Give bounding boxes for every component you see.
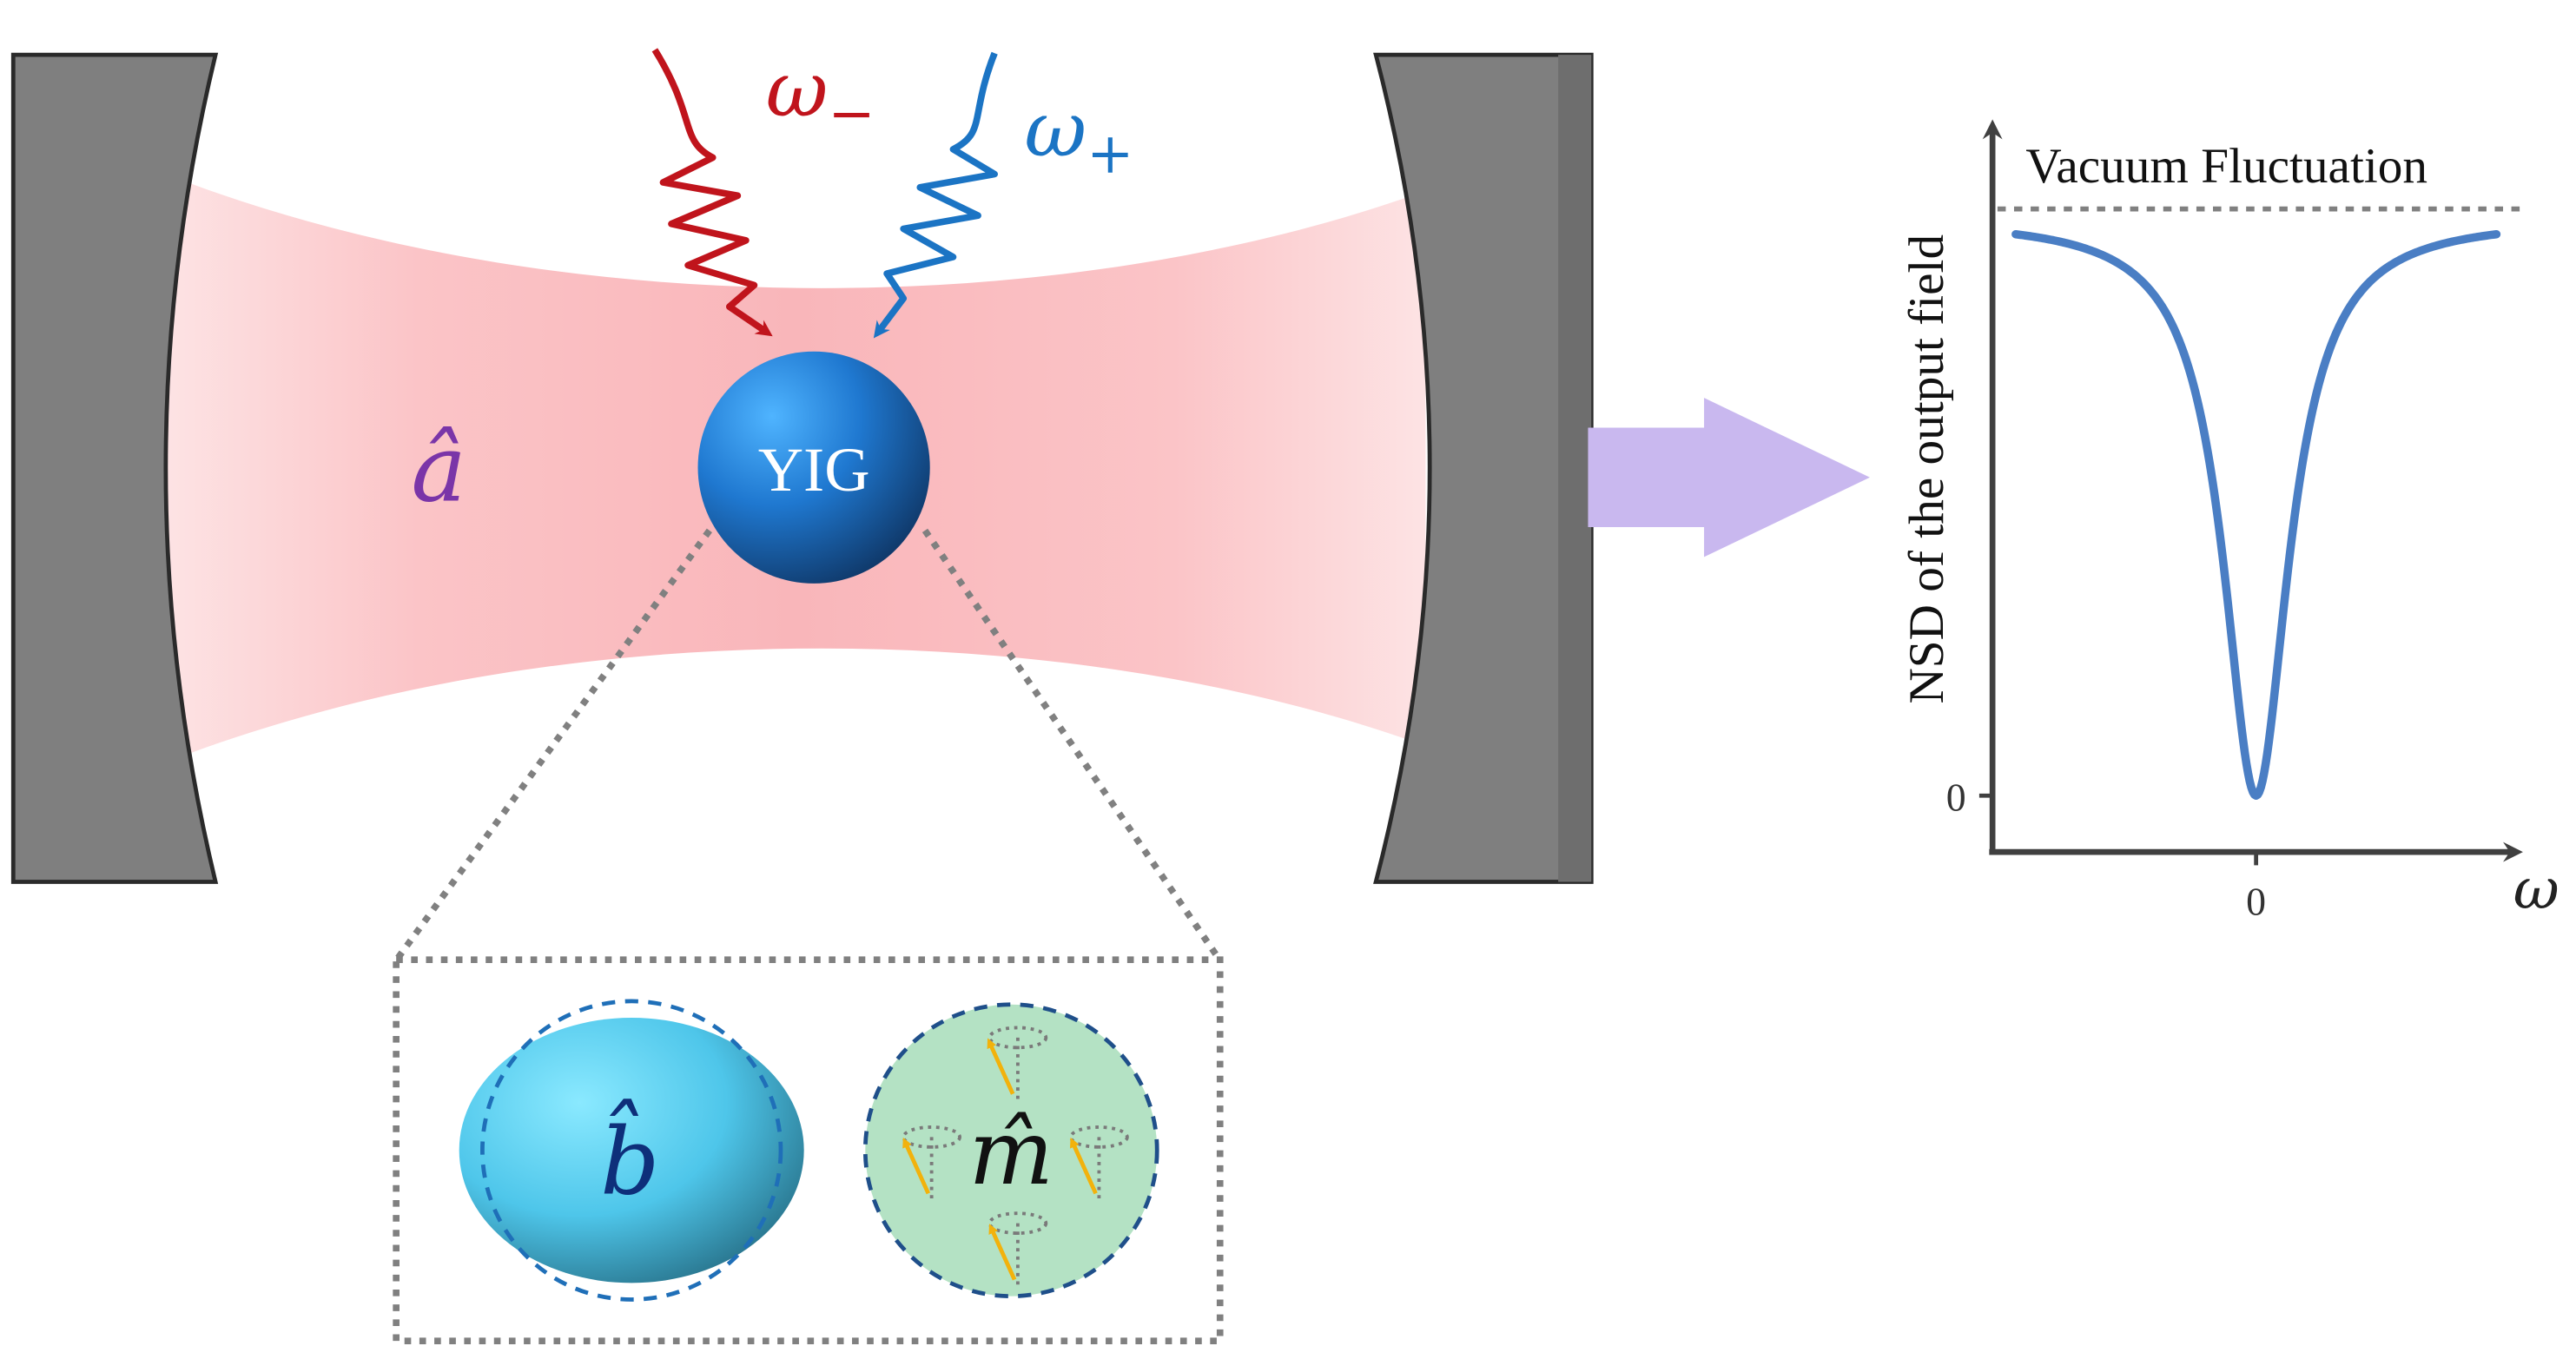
y-tick-label: 0 (1946, 775, 1966, 819)
x-axis-label: ω (2513, 857, 2559, 922)
zoom-line-right (921, 528, 1221, 960)
spin-precession-bottom (987, 1211, 1048, 1285)
red-drive-wave (651, 48, 773, 337)
zoom-inset-box (393, 956, 1224, 1344)
omega-plus-label: ω+ (1025, 86, 1134, 187)
spin-precession-top (987, 1026, 1048, 1099)
omega-minus-label: ω− (766, 46, 875, 147)
x-tick-label: 0 (2246, 880, 2266, 924)
spin-precession-right (1069, 1125, 1129, 1199)
right-mirror-shade (1558, 55, 1592, 882)
phonon-mode-label: b̂ (600, 1099, 659, 1216)
y-axis-label: NSD of the output field (1899, 234, 1954, 704)
blue-drive-wave (873, 51, 998, 339)
nsd-plot: 0 0 ω NSD of the output field Vacuum Flu… (1899, 119, 2559, 924)
left-mirror (10, 52, 219, 884)
yig-label: YIG (758, 434, 870, 505)
nsd-curve (2011, 229, 2501, 801)
spin-precession-left (902, 1125, 962, 1199)
right-mirror (1373, 52, 1594, 884)
yig-sphere (697, 351, 930, 584)
phonon-ellipsoid (459, 1017, 804, 1283)
output-arrow (1588, 398, 1870, 558)
cavity-mode-label: â (411, 416, 466, 524)
magnon-mode-label: m̂ (968, 1101, 1054, 1205)
vacuum-fluctuation-label: Vacuum Fluctuation (2025, 139, 2427, 194)
phonon-undeformed-outline (480, 999, 783, 1302)
magnon-disk (862, 1002, 1159, 1299)
